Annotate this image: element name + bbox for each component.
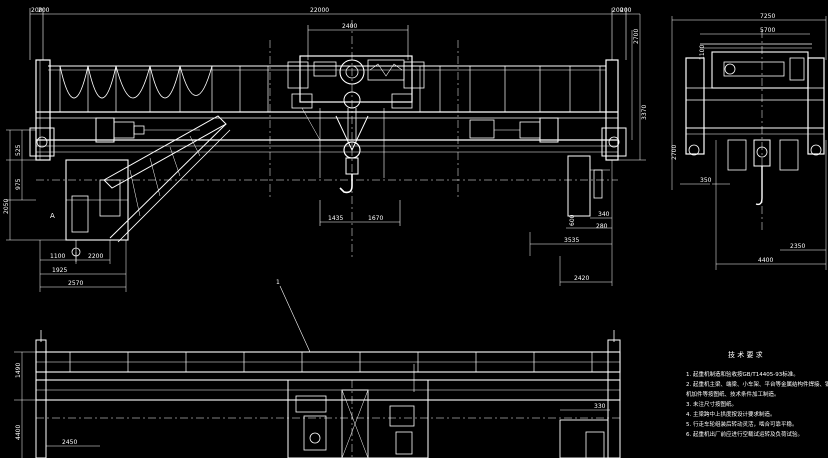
dim-trolley-width: 2400 bbox=[342, 23, 357, 30]
note-item: 3. 未注尺寸按图纸。 bbox=[686, 400, 737, 408]
dim-left-975: 975 bbox=[15, 178, 22, 190]
dim-right-2700: 2700 bbox=[633, 29, 640, 44]
dim-right-340: 340 bbox=[598, 211, 610, 218]
dim-side-2350: 2350 bbox=[790, 243, 805, 250]
note-item: 4. 主梁跨中上拱度按设计要求制造。 bbox=[686, 410, 776, 418]
dim-bottom-1925: 1925 bbox=[52, 267, 67, 274]
dim-top-right-200b: 200 bbox=[620, 7, 632, 14]
leader-number: 1 bbox=[276, 279, 280, 286]
dim-lower-2450: 2450 bbox=[62, 439, 77, 446]
dim-side-4400: 4400 bbox=[758, 257, 773, 264]
dim-lower-330: 330 bbox=[594, 403, 606, 410]
note-item: 5. 行走车轮组装后转动灵活，啮合可靠平稳。 bbox=[686, 420, 798, 428]
note-item: 2. 起重机主梁、端梁、小车架、平台等金属结构件焊接、锻焊、 bbox=[686, 380, 828, 388]
dimension-labels: 200 200 22000 2400 200 200 2700 3370 525… bbox=[3, 7, 805, 446]
technical-notes: 技 术 要 求 1. 起重机制造和验收按GB/T14405-93标准。 2. 起… bbox=[686, 350, 828, 438]
dim-hook-1435: 1435 bbox=[328, 215, 343, 222]
view-label-a: A bbox=[50, 212, 55, 220]
dim-span: 22000 bbox=[310, 7, 329, 14]
dim-top-right-200: 200 bbox=[612, 7, 624, 14]
dim-lower-1490: 1490 bbox=[15, 363, 22, 378]
note-item: 6. 起重机出厂前应进行空载试运转及负荷试验。 bbox=[686, 430, 803, 438]
dim-side-7250: 7250 bbox=[760, 13, 775, 20]
dim-bottom-2200: 2200 bbox=[88, 253, 103, 260]
dim-bottom-2570: 2570 bbox=[68, 280, 83, 287]
dim-side-1100: 1100 bbox=[699, 45, 706, 60]
notes-title: 技 术 要 求 bbox=[728, 350, 763, 359]
dim-right-600: 600 bbox=[569, 214, 576, 226]
dim-side-5700: 5700 bbox=[760, 27, 775, 34]
dim-right-3300: 3370 bbox=[641, 105, 648, 120]
dim-lower-4400: 4400 bbox=[15, 425, 22, 440]
note-item: 机加件等按图纸、技术条件加工制造。 bbox=[686, 390, 780, 398]
dim-right-2420: 2420 bbox=[574, 275, 589, 282]
dim-top-left-200b: 200 bbox=[38, 7, 50, 14]
dim-side-2700: 2700 bbox=[671, 145, 678, 160]
plan-view bbox=[14, 285, 621, 458]
dim-top-left-200: 200 bbox=[31, 7, 43, 14]
dim-right-280: 280 bbox=[596, 223, 608, 230]
dim-left-2050: 2050 bbox=[3, 199, 10, 214]
main-elevation-view bbox=[6, 8, 646, 292]
note-item: 1. 起重机制造和验收按GB/T14405-93标准。 bbox=[686, 370, 799, 378]
dim-bottom-1100: 1100 bbox=[50, 253, 65, 260]
dim-right-3535: 3535 bbox=[564, 237, 579, 244]
dim-side-350: 350 bbox=[700, 177, 712, 184]
side-view bbox=[671, 16, 827, 270]
dim-hook-1670: 1670 bbox=[368, 215, 383, 222]
dim-left-525: 525 bbox=[15, 144, 22, 156]
